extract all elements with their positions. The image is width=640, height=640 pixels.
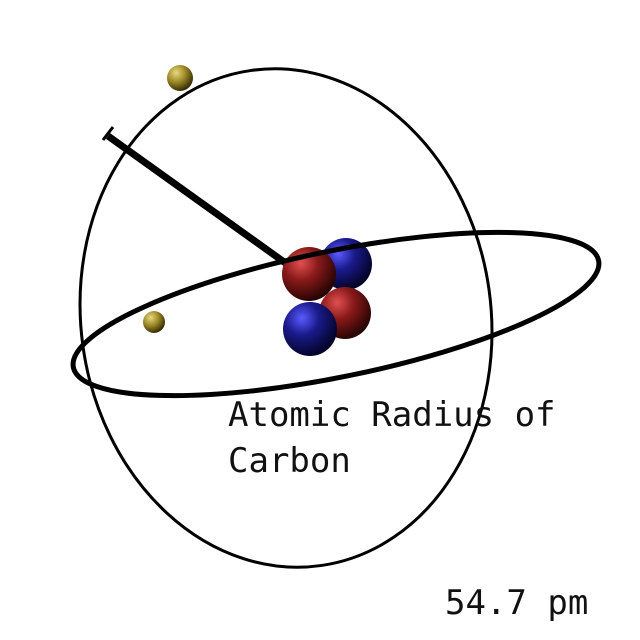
radius-end-tick [101, 126, 115, 141]
electron-left [143, 311, 165, 333]
title-line-2: Carbon [228, 441, 351, 481]
title-line-1: Atomic Radius of [228, 395, 556, 435]
radius-value: 54.7 pm [445, 583, 589, 623]
nucleus [282, 238, 372, 356]
electron-top [167, 65, 193, 91]
neutron-front [283, 302, 337, 356]
orbit-horizontal [70, 229, 602, 399]
